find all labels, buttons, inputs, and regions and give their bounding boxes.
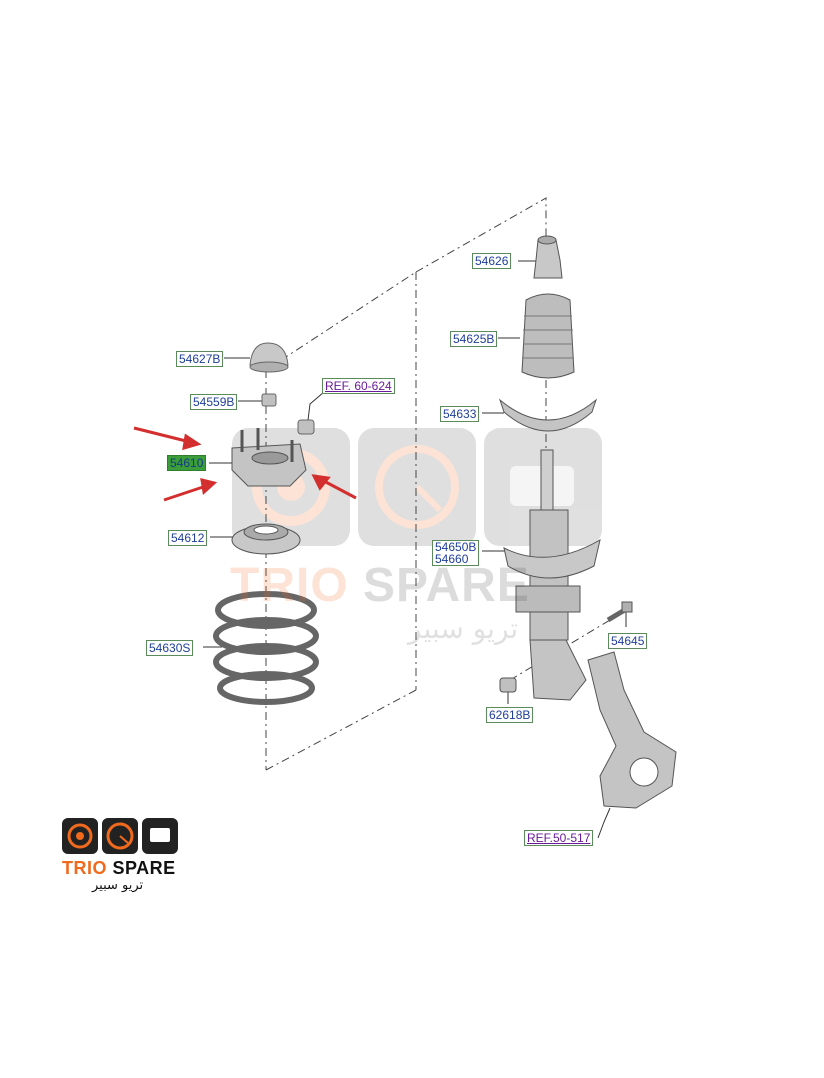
- watermark-name-spare: SPARE: [348, 559, 530, 612]
- bump-stop-part: [533, 235, 563, 279]
- mount-nut-part: [297, 419, 315, 435]
- label-54660: 54660: [435, 552, 469, 566]
- label-54627B[interactable]: 54627B: [176, 351, 224, 367]
- spring-seat-part: [498, 398, 598, 432]
- strut-mount-part: [231, 428, 307, 487]
- leader-lines: [203, 260, 627, 839]
- watermark-brand-name: TRIO SPARE: [230, 558, 530, 613]
- label-54625B[interactable]: 54625B: [450, 331, 498, 347]
- highlight-arrows: [133, 426, 357, 502]
- brand-name-spare: SPARE: [107, 858, 176, 878]
- strut-bearing-part: [231, 523, 301, 555]
- dust-boot-part: [521, 293, 575, 379]
- label-54612[interactable]: 54612: [168, 530, 208, 546]
- label-54559B[interactable]: 54559B: [190, 394, 238, 410]
- label-54630S[interactable]: 54630S: [146, 640, 194, 656]
- label-54626[interactable]: 54626: [472, 253, 512, 269]
- brand-name: TRIO SPARE: [62, 858, 176, 879]
- label-54610-selected[interactable]: 54610: [167, 455, 207, 471]
- label-54645[interactable]: 54645: [608, 633, 648, 649]
- steering-knuckle-part: [587, 651, 677, 809]
- brand-name-trio: TRIO: [62, 858, 107, 878]
- label-ref-50-517[interactable]: REF.50-517: [524, 830, 594, 846]
- label-54650B-54660[interactable]: 54650B 54660: [432, 540, 480, 566]
- strut-assembly-part: [503, 449, 601, 701]
- brand-arabic-name: تريو سبير: [92, 878, 144, 893]
- label-ref-60-624[interactable]: REF. 60-624: [322, 378, 395, 394]
- coil-spring-part: [213, 591, 319, 705]
- label-54650B: 54650B: [435, 540, 477, 554]
- nut-part: [261, 393, 277, 407]
- strut-cap-part: [249, 342, 289, 373]
- bolt-part: [606, 601, 633, 623]
- brand-logo-icons: [62, 818, 178, 854]
- watermark-arabic-name: تريو سبير: [408, 612, 519, 645]
- label-54633[interactable]: 54633: [440, 406, 480, 422]
- lower-nut-part: [499, 677, 517, 693]
- label-62618B[interactable]: 62618B: [486, 707, 534, 723]
- watermark-name-trio: TRIO: [230, 559, 349, 612]
